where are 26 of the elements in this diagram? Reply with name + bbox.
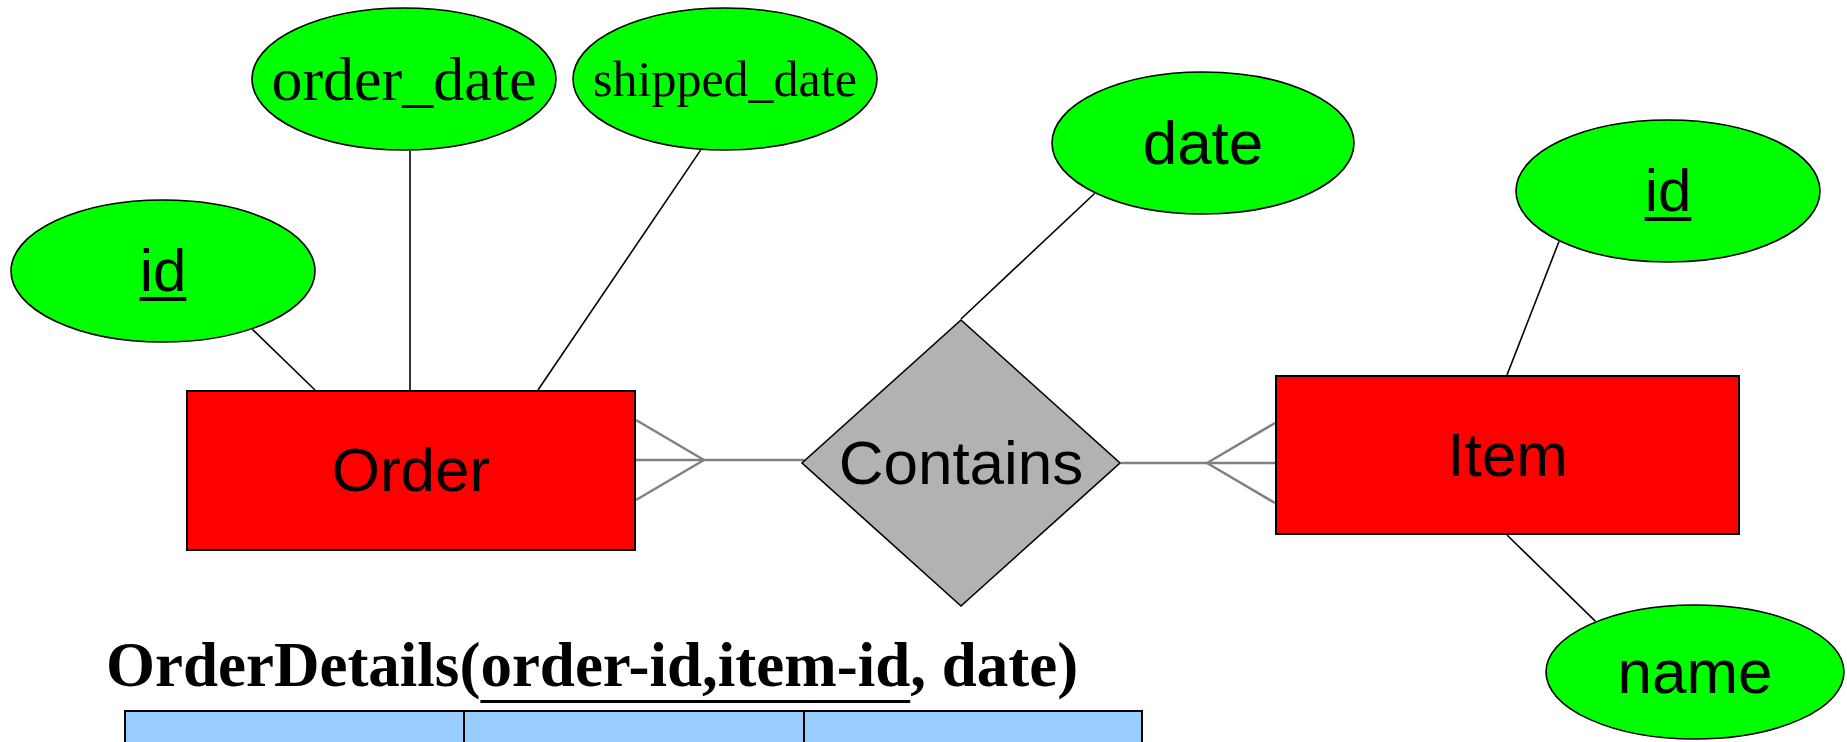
connector-line [409, 150, 411, 391]
relationship-name: Contains [838, 428, 1084, 498]
connector-line [537, 149, 702, 391]
connector-line [1506, 534, 1597, 622]
connector-line [251, 328, 316, 391]
attribute-ellipse [251, 7, 557, 151]
attribute-name: name [1617, 637, 1773, 707]
attribute-ellipse [572, 7, 878, 151]
entity-box [186, 390, 636, 551]
connector-line [960, 192, 1096, 320]
connector-line [1506, 240, 1560, 376]
attribute-ellipse [1515, 119, 1821, 263]
entity-name: Order [331, 436, 491, 505]
attribute-name: order_date [271, 44, 537, 114]
crows-foot-connector [1121, 421, 1277, 505]
relation-schema: OrderDetails(order-id,item-id, date) [106, 629, 1079, 702]
attribute-name: id [1644, 158, 1692, 224]
attribute-ellipse [1545, 604, 1845, 740]
attribute-name: id [139, 238, 187, 304]
relationship-diamond [801, 319, 1121, 607]
entity-box [1275, 375, 1740, 535]
attribute-name: shipped_date [593, 51, 857, 107]
entity-name: Item [1447, 420, 1568, 490]
attribute-name: date [1142, 108, 1264, 178]
attribute-ellipse [1051, 71, 1355, 215]
attribute-ellipse [10, 199, 316, 343]
